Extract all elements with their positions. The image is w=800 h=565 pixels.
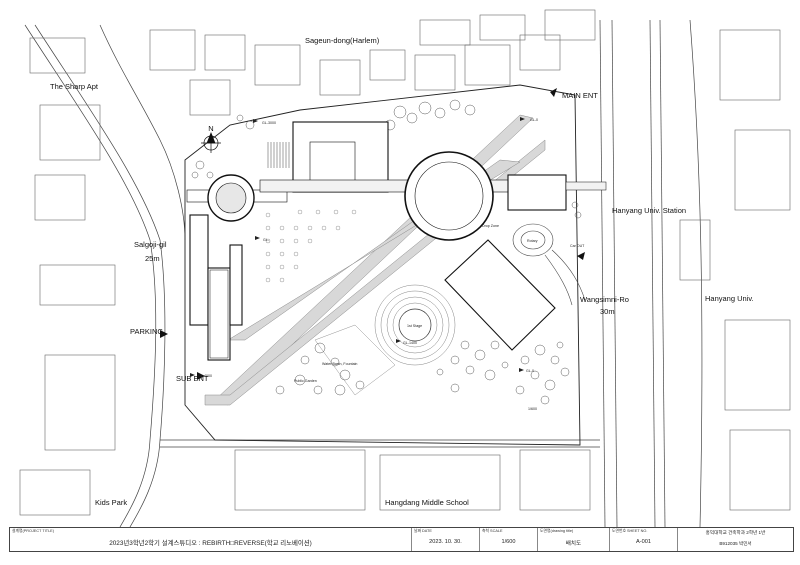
- title-block-date-cell: 날짜 DATE 2023. 10. 30.: [412, 528, 480, 551]
- water-basin: [314, 324, 396, 396]
- drop-zone-label: Drop Zone: [482, 224, 499, 228]
- main-ent-label: MAIN ENT: [562, 91, 598, 100]
- main-ent-arrow-icon: [550, 88, 557, 97]
- level-markers: [190, 117, 525, 377]
- gl-main-label: GL-0: [530, 118, 538, 122]
- drawing-title: 배치도: [565, 541, 582, 547]
- wangsimni-width-label: 30m: [600, 307, 615, 316]
- stairs: [267, 142, 290, 168]
- site-plan: Sageun-dong(Harlem) The Sharp Apt Salgoj…: [19, 9, 791, 527]
- north-label: N: [208, 124, 213, 133]
- stage-label: 1st Stage: [407, 324, 422, 328]
- trees: [191, 99, 582, 405]
- entrance-markers: [160, 88, 585, 380]
- number-caption: 도면번호 SHEET NO.: [612, 529, 648, 533]
- rotary-label: Rotary: [527, 239, 538, 243]
- scale-caption: 축척 SCALE: [482, 529, 503, 533]
- public-garden-label: Public Garden: [294, 379, 317, 383]
- sub-ent-label: SUB ENT: [176, 374, 209, 383]
- project-caption: 설계명(PROJECT TITLE): [12, 529, 54, 533]
- title-block: 설계명(PROJECT TITLE) 2023년3학년2학기 설계스튜디오 : …: [9, 527, 794, 552]
- scale-value: 1/600: [501, 539, 516, 545]
- sheet-number: A-001: [636, 539, 651, 545]
- gl-sub-label: GL-4000: [198, 374, 212, 378]
- gl-stage-label: GL-1400: [403, 341, 417, 345]
- scale-note-label: 1/600: [528, 407, 537, 411]
- hanyang-station-label: Hanyang Univ. Station: [612, 206, 686, 215]
- planting-grid: [265, 209, 357, 283]
- project-title: 2023년3학년2학기 설계스튜디오 : REBIRTH□REVERSE(학교 …: [109, 540, 312, 547]
- sharp-apt-label: The Sharp Apt: [50, 82, 99, 91]
- gl-right-label: GL-0: [526, 369, 534, 373]
- salgoji-width-label: 25m: [145, 254, 160, 263]
- parking-label: PARKING: [130, 327, 163, 336]
- surrounding-buildings: [19, 9, 791, 516]
- gl-top-label: GL-3000: [262, 121, 276, 125]
- sub-ent-arrow-icon: [197, 372, 205, 380]
- title-block-number-cell: 도면번호 SHEET NO. A-001: [610, 528, 678, 551]
- salgoji-label: Salgoji-gil: [134, 240, 167, 249]
- title-block-project-cell: 설계명(PROJECT TITLE) 2023년3학년2학기 설계스튜디오 : …: [10, 528, 412, 551]
- title-block-scale-cell: 축척 SCALE 1/600: [480, 528, 538, 551]
- roads: [24, 19, 703, 527]
- hangdang-label: Hangdang Middle School: [385, 498, 469, 507]
- title-block-author-cell: 홍익대학교 건축학과 2학년 1반 B912035 박민서: [678, 528, 793, 551]
- date-value: 2023. 10. 30.: [429, 539, 462, 545]
- round-towers: [207, 151, 494, 241]
- wangsimni-label: Wangsimni-Ro: [580, 295, 629, 304]
- gl-left-label: GL-: [263, 238, 270, 242]
- north-arrow-icon: [201, 132, 221, 153]
- student-text: B912035 박민서: [719, 541, 752, 546]
- school-text: 홍익대학교 건축학과 2학년 1반: [705, 530, 766, 535]
- hanyang-univ-label: Hanyang Univ.: [705, 294, 754, 303]
- rotary: [512, 223, 586, 306]
- kids-park-label: Kids Park: [95, 498, 127, 507]
- harlem-label: Sageun-dong(Harlem): [305, 36, 380, 45]
- date-caption: 날짜 DATE: [414, 529, 432, 533]
- car-out-label: Car OUT: [570, 244, 585, 248]
- car-out-arrow-icon: [577, 252, 585, 260]
- parking-arrow-icon: [160, 330, 168, 338]
- title-block-drawing-cell: 도면명(drawing title) 배치도: [538, 528, 610, 551]
- water-basin-label: Water Basin, Fountain: [322, 362, 357, 366]
- drawing-caption: 도면명(drawing title): [540, 529, 574, 533]
- stage: [374, 284, 456, 366]
- buildings: [186, 121, 607, 361]
